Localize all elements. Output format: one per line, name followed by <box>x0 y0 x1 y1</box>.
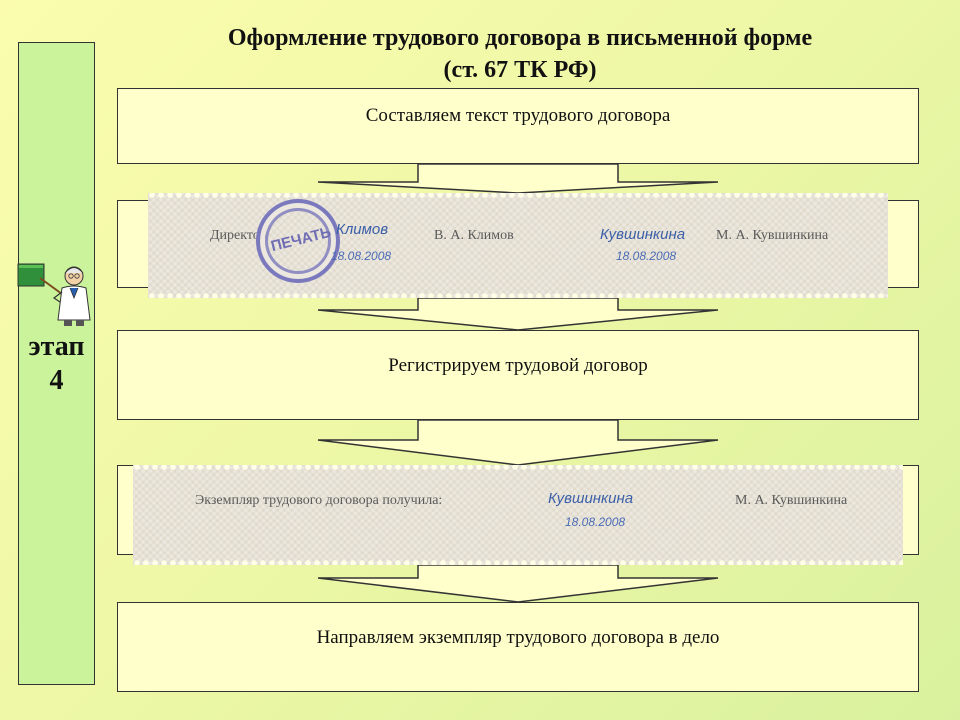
signatures-document: Директор ПЕЧАТЬ Климов 18.08.2008 В. А. … <box>148 193 888 298</box>
receipt-label: Экземпляр трудового договора получила: <box>195 493 443 508</box>
arrow-1 <box>317 163 719 194</box>
step-2-text: Регистрируем трудовой договор <box>388 355 648 376</box>
teacher-with-pointer-icon <box>17 263 91 326</box>
step-box-5: Направляем экземпляр трудового договора … <box>117 602 919 692</box>
stage-label: этап 4 <box>18 330 95 398</box>
director-signature: Климов <box>336 221 389 238</box>
director-name: В. А. Климов <box>434 228 514 243</box>
page-title-line2: (ст. 67 ТК РФ) <box>443 57 597 83</box>
arrow-3 <box>317 419 719 466</box>
page-title-line1: Оформление трудового договора в письменн… <box>227 25 813 51</box>
step-1-text: Составляем текст трудового договора <box>365 105 671 126</box>
arrow-4 <box>317 564 719 603</box>
stage-number: 4 <box>49 365 64 396</box>
employee-name: М. А. Кувшинкина <box>716 228 829 243</box>
step-3-text: Направляем экземпляр трудового договора … <box>316 627 720 648</box>
stage-word: этап <box>28 331 85 362</box>
employee-signature-date: 18.08.2008 <box>616 249 677 263</box>
receipt-signature-date: 18.08.2008 <box>565 515 626 529</box>
stage-column <box>18 42 95 685</box>
employee-signature: Кувшинкина <box>600 226 686 243</box>
receipt-document: Экземпляр трудового договора получила: К… <box>133 465 903 565</box>
arrow-2 <box>317 297 719 331</box>
step-box-1: Составляем текст трудового договора <box>117 88 919 164</box>
page-title: Оформление трудового договора в письменн… <box>110 22 930 86</box>
receipt-name: М. А. Кувшинкина <box>735 493 848 508</box>
director-signature-date: 18.08.2008 <box>331 249 392 263</box>
receipt-signature: Кувшинкина <box>548 490 634 507</box>
step-box-3: Регистрируем трудовой договор <box>117 330 919 420</box>
stamp-icon <box>256 199 340 283</box>
director-label: Директор <box>210 228 267 243</box>
